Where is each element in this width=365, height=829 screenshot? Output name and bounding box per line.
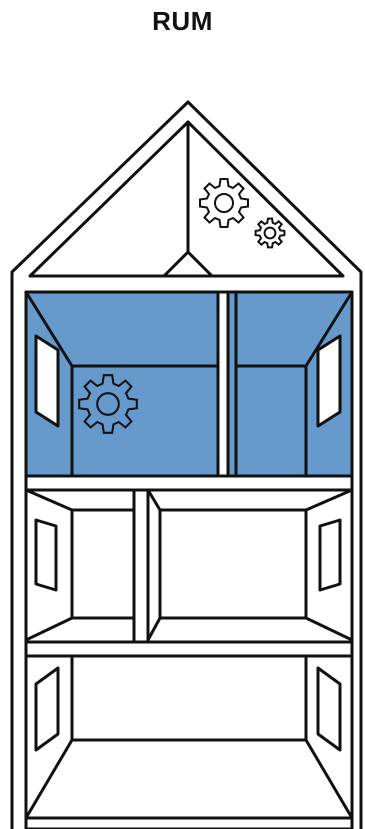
gear-icon bbox=[78, 374, 138, 434]
floor-slab bbox=[24, 640, 354, 658]
attic-room[interactable] bbox=[28, 120, 345, 278]
highlighted-room-fill bbox=[24, 290, 354, 478]
window bbox=[316, 334, 342, 428]
window bbox=[34, 334, 60, 428]
gear-icon bbox=[199, 178, 249, 228]
window bbox=[34, 666, 60, 752]
gear-icon bbox=[254, 217, 286, 249]
lower-room[interactable] bbox=[24, 488, 354, 644]
window bbox=[318, 518, 342, 592]
highlighted-room[interactable] bbox=[24, 290, 354, 478]
window bbox=[34, 518, 58, 592]
floor-slab bbox=[24, 474, 354, 492]
ground-room[interactable] bbox=[24, 654, 354, 829]
page-title: RUM bbox=[152, 6, 213, 36]
window bbox=[316, 666, 342, 752]
